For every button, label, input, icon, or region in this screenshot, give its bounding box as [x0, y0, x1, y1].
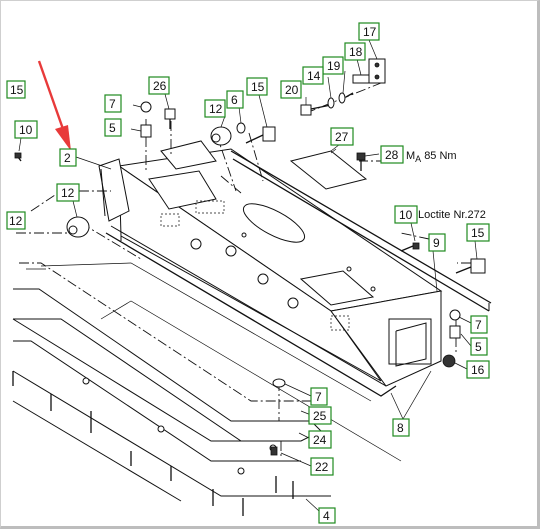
label-16: 16: [466, 360, 490, 379]
label-12-top: 12: [204, 99, 226, 118]
label-22: 22: [310, 457, 334, 476]
label-12-left: 12: [56, 183, 80, 202]
svg-text:7: 7: [315, 390, 322, 404]
svg-text:12: 12: [61, 186, 75, 200]
lower-plates: [12, 262, 402, 516]
loctite-note: Loctite Nr.272: [418, 209, 486, 221]
label-15-right: 15: [466, 223, 490, 242]
svg-text:12: 12: [9, 214, 23, 228]
svg-text:7: 7: [475, 318, 482, 332]
svg-text:6: 6: [231, 93, 238, 107]
label-24: 24: [308, 430, 332, 449]
svg-text:15: 15: [10, 83, 24, 97]
label-4: 4: [318, 507, 336, 524]
label-25: 25: [308, 406, 332, 425]
svg-text:5: 5: [109, 121, 116, 135]
label-5-right: 5: [470, 337, 488, 356]
label-17: 17: [358, 22, 380, 41]
label-7-right: 7: [470, 315, 488, 334]
svg-text:15: 15: [471, 226, 485, 240]
svg-text:18: 18: [349, 45, 363, 59]
hardware: [14, 58, 486, 456]
svg-text:5: 5: [475, 340, 482, 354]
svg-text:14: 14: [307, 69, 321, 83]
svg-text:20: 20: [285, 83, 299, 97]
label-10-left: 10: [14, 120, 38, 139]
svg-text:7: 7: [109, 97, 116, 111]
label-7-bottom: 7: [310, 387, 328, 406]
label-8: 8: [392, 418, 410, 437]
label-26: 26: [148, 76, 170, 95]
rail-part-9: [230, 150, 492, 312]
label-7-top: 7: [104, 94, 122, 113]
svg-text:9: 9: [433, 236, 440, 250]
cover-plate-27: [289, 140, 368, 190]
svg-text:10: 10: [399, 208, 413, 222]
svg-text:10: 10: [19, 123, 33, 137]
svg-text:16: 16: [471, 363, 485, 377]
svg-text:28: 28: [385, 148, 399, 162]
svg-text:19: 19: [327, 59, 341, 73]
svg-text:12: 12: [209, 102, 223, 116]
label-20: 20: [280, 80, 302, 99]
svg-text:15: 15: [251, 80, 265, 94]
svg-text:26: 26: [153, 79, 167, 93]
label-12-left-edge: 12: [6, 211, 26, 230]
label-10-right: 10: [394, 205, 418, 224]
svg-text:27: 27: [335, 130, 349, 144]
label-15-top: 15: [246, 77, 268, 96]
label-6: 6: [226, 90, 244, 109]
svg-text:2: 2: [64, 151, 71, 165]
label-19: 19: [322, 56, 344, 75]
svg-text:22: 22: [315, 460, 329, 474]
label-2: 2: [59, 148, 77, 167]
label-28: 28: [380, 145, 404, 164]
red-arrow: [37, 60, 71, 151]
main-frame: [98, 140, 443, 397]
svg-text:Loctite Nr.272: Loctite Nr.272: [418, 209, 486, 221]
svg-text:24: 24: [313, 433, 327, 447]
svg-text:8: 8: [397, 421, 404, 435]
svg-text:17: 17: [363, 25, 377, 39]
label-9: 9: [428, 233, 446, 252]
label-18: 18: [344, 42, 366, 61]
leader-lines: [18, 39, 478, 512]
label-5-top: 5: [104, 118, 122, 137]
label-27: 27: [330, 127, 354, 146]
label-14: 14: [302, 66, 324, 85]
svg-text:25: 25: [313, 409, 327, 423]
label-15-left-edge: 15: [6, 80, 26, 99]
svg-text:4: 4: [323, 509, 330, 523]
